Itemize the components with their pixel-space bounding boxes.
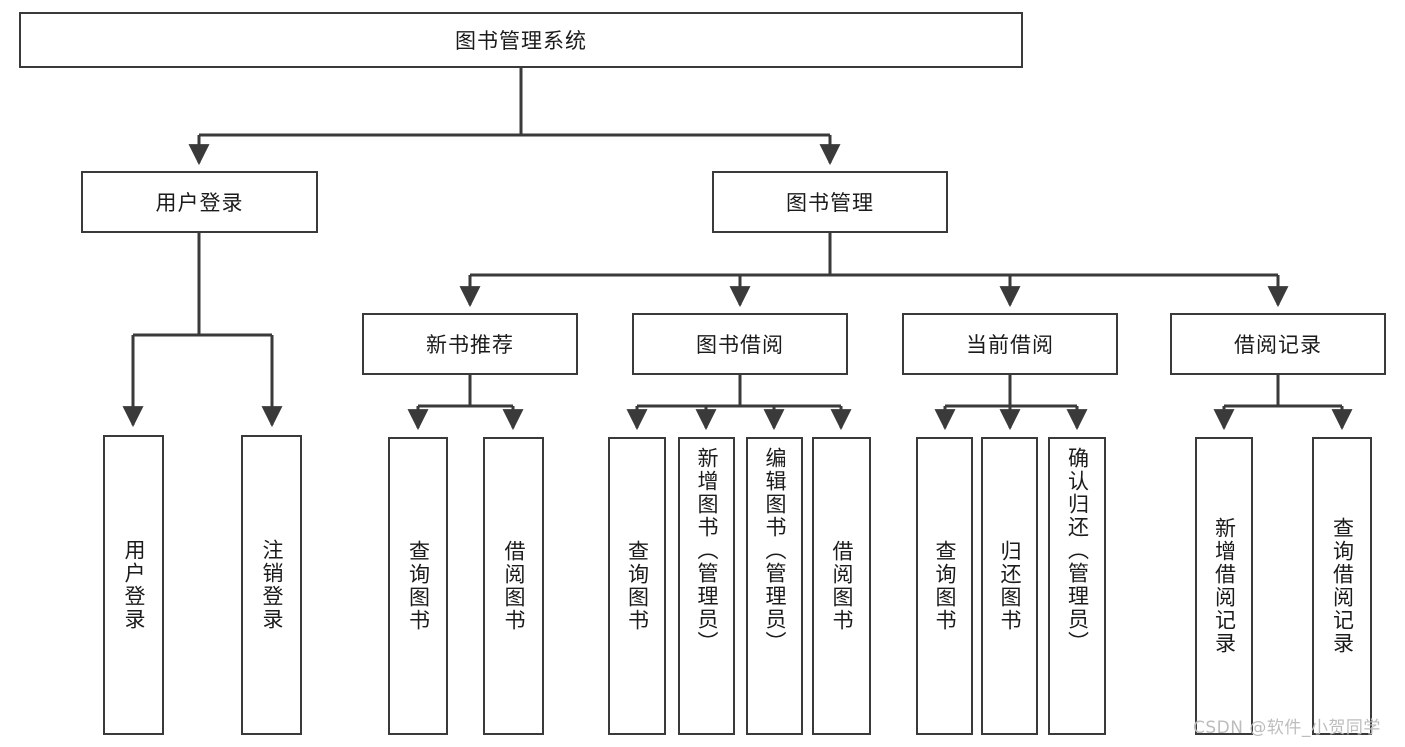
node-user-login[interactable]: 用户登录	[81, 171, 318, 233]
leaf-current-borrow-return-book[interactable]: 归还图书	[981, 437, 1038, 735]
node-label: 当前借阅	[966, 333, 1054, 357]
leaf-borrow-record-query-record[interactable]: 查询借阅记录	[1312, 437, 1372, 735]
node-label: 注销登录	[259, 539, 284, 631]
leaf-new-book-borrow-book[interactable]: 借阅图书	[483, 437, 544, 735]
node-label: 查询借阅记录	[1330, 517, 1355, 655]
leaf-current-borrow-confirm-return-admin[interactable]: 确认归还（管理员）	[1048, 437, 1106, 735]
node-label: 图书管理	[786, 191, 874, 215]
node-root-book-management-system[interactable]: 图书管理系统	[19, 12, 1023, 68]
node-label: 用户登录	[121, 539, 146, 631]
leaf-user-login-login[interactable]: 用户登录	[103, 435, 164, 735]
node-book-borrow[interactable]: 图书借阅	[632, 313, 848, 375]
node-label: 用户登录	[155, 191, 244, 215]
node-current-borrow[interactable]: 当前借阅	[902, 313, 1118, 375]
node-label: 新增图书（管理员）	[694, 447, 719, 654]
node-label: 编辑图书（管理员）	[762, 447, 787, 654]
node-label: 借阅图书	[501, 540, 526, 632]
leaf-borrow-record-add-record[interactable]: 新增借阅记录	[1195, 437, 1253, 735]
node-label: 图书借阅	[696, 333, 784, 357]
leaf-current-borrow-query-book[interactable]: 查询图书	[916, 437, 973, 735]
node-label: 新增借阅记录	[1212, 517, 1237, 655]
node-label: 确认归还（管理员）	[1065, 447, 1090, 654]
node-label: 查询图书	[406, 540, 431, 632]
node-book-management[interactable]: 图书管理	[712, 171, 948, 233]
leaf-user-login-logout[interactable]: 注销登录	[241, 435, 302, 735]
node-label: 查询图书	[625, 540, 650, 632]
node-borrow-record[interactable]: 借阅记录	[1170, 313, 1386, 375]
node-label: 借阅记录	[1234, 333, 1322, 357]
node-label: 图书管理系统	[455, 29, 587, 53]
leaf-new-book-query-book[interactable]: 查询图书	[388, 437, 448, 735]
csdn-watermark: CSDN @软件_小贺同学	[1193, 718, 1381, 738]
node-label: 借阅图书	[829, 540, 854, 632]
node-label: 归还图书	[997, 540, 1022, 632]
node-new-book-recommend[interactable]: 新书推荐	[362, 313, 578, 375]
leaf-book-borrow-borrow-book[interactable]: 借阅图书	[812, 437, 871, 735]
leaf-book-borrow-query-book[interactable]: 查询图书	[608, 437, 666, 735]
leaf-book-borrow-add-book-admin[interactable]: 新增图书（管理员）	[678, 437, 735, 735]
leaf-book-borrow-edit-book-admin[interactable]: 编辑图书（管理员）	[746, 437, 803, 735]
node-label: 查询图书	[932, 540, 957, 632]
node-label: 新书推荐	[426, 333, 514, 357]
